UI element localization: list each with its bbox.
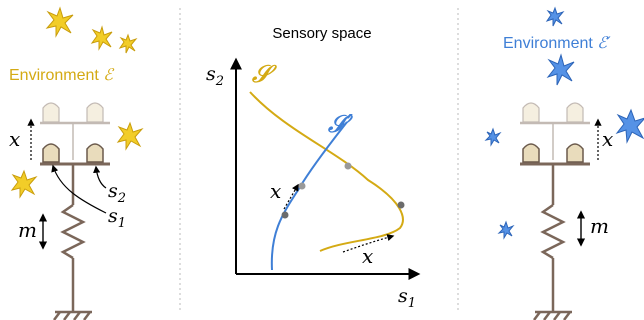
blue-star-icon (497, 220, 515, 240)
environment-prime-label: Environment ℰ′ (503, 33, 611, 52)
m-label: m (590, 214, 609, 238)
environment-label: Environment ℰ (9, 65, 115, 84)
s2-label: s2 (108, 180, 126, 206)
y-axis-label: s2 (206, 63, 224, 89)
m-label: m (18, 218, 37, 242)
manifold-s (249, 91, 404, 252)
blue-star-icon (484, 127, 502, 147)
intersection-point (344, 162, 352, 170)
x-label-lower: x (362, 244, 373, 268)
gold-star-icon (118, 33, 138, 54)
gold-star-icon (10, 169, 38, 199)
center-panel: Sensory space s2 s1 𝒮 𝒮′ x x (206, 25, 421, 311)
blue-star-icon (545, 6, 565, 27)
point-s-prime (281, 211, 289, 219)
left-panel: Environment ℰ x (9, 6, 144, 320)
ground (53, 310, 92, 320)
gold-star-icon (45, 6, 74, 38)
manifold-s-prime (270, 121, 348, 271)
blue-star-icon (546, 53, 575, 86)
spring (60, 164, 86, 312)
ghost-sensor-platform (40, 102, 110, 160)
sensor-platform (40, 143, 110, 166)
center-title: Sensory space (272, 25, 371, 42)
s2-pointer (93, 165, 107, 189)
motion-arrow-lower (342, 234, 395, 253)
s1-pointer (51, 164, 107, 214)
spring (540, 164, 566, 312)
blue-star-icon (615, 108, 644, 144)
right-panel: Environment ℰ′ x (484, 6, 644, 320)
motion-arrow-upper (283, 183, 299, 210)
point-s-prime-ghost (298, 182, 306, 190)
gold-star-icon (90, 25, 113, 51)
x-label: x (9, 127, 20, 151)
manifold-s-prime-label: 𝒮′ (327, 109, 354, 138)
x-label: x (602, 127, 613, 151)
gold-star-icon (116, 121, 144, 151)
x-label-upper: x (270, 179, 281, 203)
point-s (397, 201, 405, 209)
ghost-sensor-platform (520, 102, 590, 160)
manifold-s-label: 𝒮 (251, 59, 277, 88)
x-axis-label: s1 (398, 285, 416, 311)
s1-label: s1 (108, 205, 126, 231)
ground (533, 310, 572, 320)
sensor-platform (520, 143, 590, 166)
